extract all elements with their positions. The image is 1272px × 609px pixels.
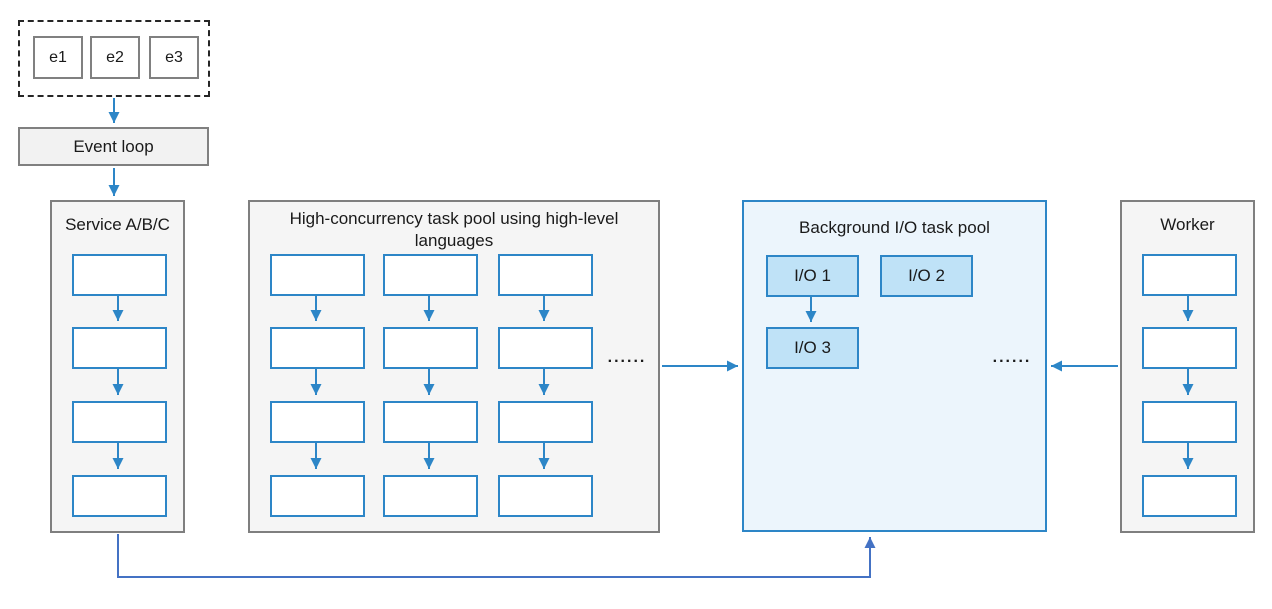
worker-task-box — [1142, 254, 1237, 296]
event-box-e3: e3 — [149, 36, 199, 79]
pool-task-box — [383, 327, 478, 369]
task-pool-ellipsis: ...... — [607, 349, 647, 366]
service-task-box — [72, 401, 167, 443]
io-pool-ellipsis: ...... — [992, 349, 1032, 366]
event-sources-group: e1 e2 e3 — [18, 20, 210, 97]
io-pool-title: Background I/O task pool — [799, 218, 990, 237]
pool-task-box — [498, 327, 593, 369]
worker-task-box — [1142, 401, 1237, 443]
io-pool-container: Background I/O task pool I/O 1 I/O 2 I/O… — [742, 200, 1047, 532]
io-task-box-3: I/O 3 — [766, 327, 859, 369]
pool-task-box — [383, 475, 478, 517]
service-task-box — [72, 254, 167, 296]
io-task-box-1: I/O 1 — [766, 255, 859, 297]
pool-task-box — [383, 401, 478, 443]
service-task-box — [72, 327, 167, 369]
pool-task-box — [270, 254, 365, 296]
pool-task-box — [498, 254, 593, 296]
io-task-box-2: I/O 2 — [880, 255, 973, 297]
worker-task-box — [1142, 475, 1237, 517]
pool-task-box — [270, 327, 365, 369]
pool-task-box — [270, 401, 365, 443]
task-pool-title: High-concurrency task pool using high-le… — [289, 209, 619, 250]
service-task-box — [72, 475, 167, 517]
arrow-service-feedback-to-iopool — [117, 534, 876, 578]
worker-title: Worker — [1160, 215, 1215, 234]
service-container: Service A/B/C — [50, 200, 185, 533]
task-pool-container: High-concurrency task pool using high-le… — [248, 200, 660, 533]
pool-task-box — [498, 401, 593, 443]
pool-task-box — [383, 254, 478, 296]
event-box-e2: e2 — [90, 36, 140, 79]
pool-task-box — [270, 475, 365, 517]
event-loop-box: Event loop — [18, 127, 209, 166]
worker-container: Worker — [1120, 200, 1255, 533]
service-title: Service A/B/C — [65, 215, 170, 234]
pool-task-box — [498, 475, 593, 517]
event-box-e1: e1 — [33, 36, 83, 79]
worker-task-box — [1142, 327, 1237, 369]
